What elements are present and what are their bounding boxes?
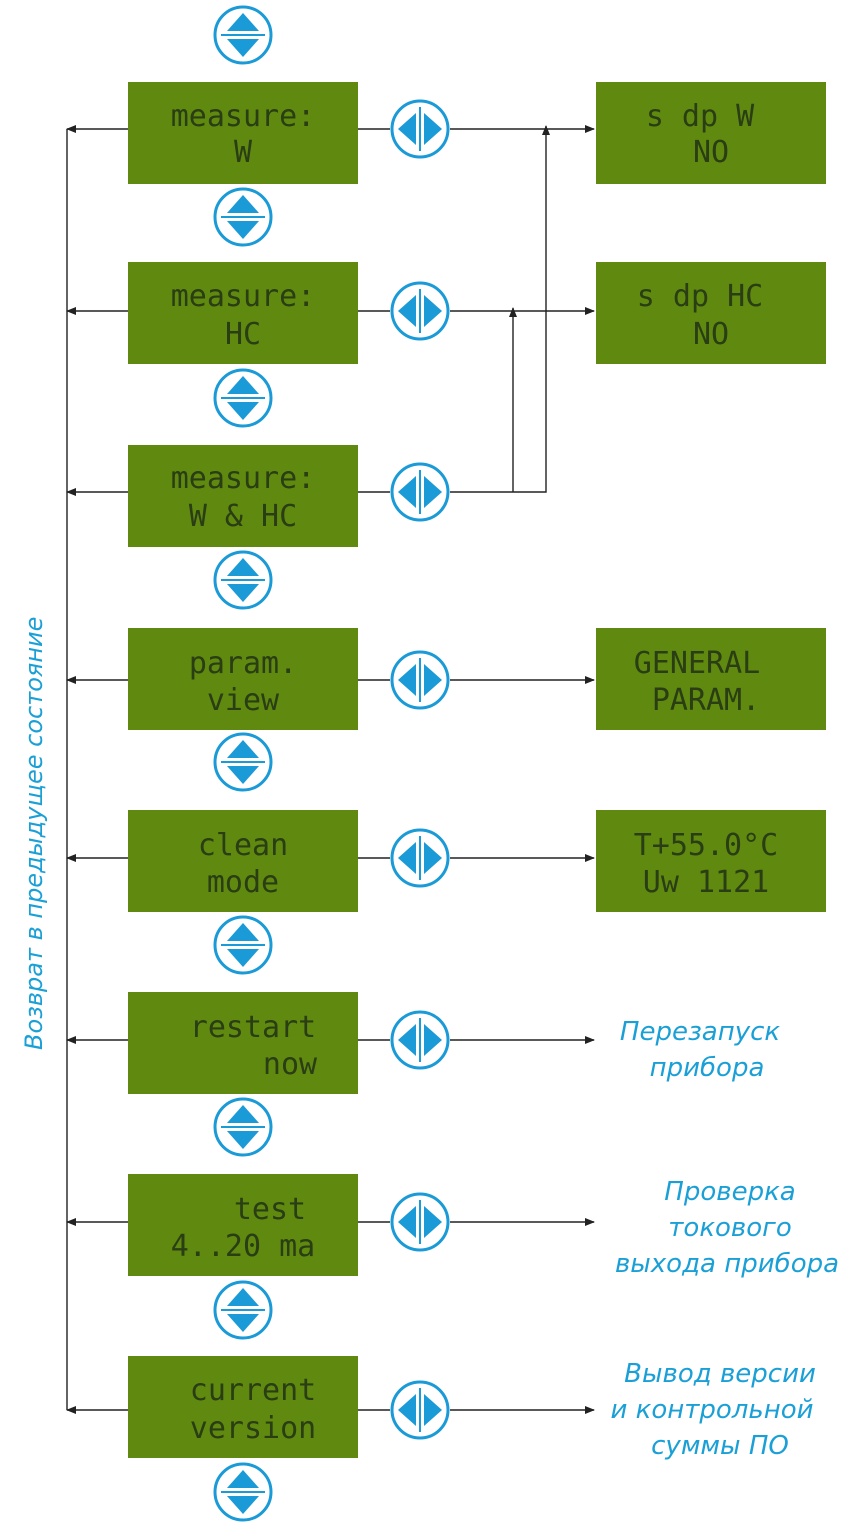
lcd-line1: param. [189,646,297,681]
note-restart-line1: Перезапуск [620,1017,780,1047]
lcd-line2: now [263,1047,318,1082]
note-restart-line2: прибора [650,1053,765,1083]
lcd-line1: measure: [171,99,316,134]
lcd-line2: mode [207,865,279,900]
lcd-line1: clean [198,828,288,863]
left-right-arrow-button-icon[interactable] [390,650,450,710]
note-restart: Перезапуск прибора [620,1017,780,1083]
up-down-arrow-button-icon[interactable] [213,5,273,65]
lcd-line2: W [234,135,253,170]
lcd-measure-w[interactable] [128,82,358,184]
menu-row-measure-w: measure: W [66,82,595,184]
left-right-arrow-button-icon[interactable] [390,1010,450,1070]
lcd-line2: view [207,683,280,718]
note-version-line3: суммы ПО [651,1431,789,1461]
lcd-param-view[interactable] [128,628,358,730]
up-down-arrow-button-icon[interactable] [213,550,273,610]
lcd-line2: version [190,1411,316,1446]
lcd-result-general [596,628,826,730]
left-right-arrow-button-icon[interactable] [390,462,450,522]
left-right-arrow-button-icon[interactable] [390,828,450,888]
menu-row-test-ma: test 4..20 ma [66,1174,595,1276]
left-right-arrow-button-icon[interactable] [390,99,450,159]
menu-row-param-view: param. view [66,628,595,730]
up-down-arrow-button-icon[interactable] [213,915,273,975]
lcd-measure-hc[interactable] [128,262,358,364]
up-down-arrow-button-icon[interactable] [213,732,273,792]
lcd-line1: measure: [171,279,316,314]
lcd-line1: GENERAL [634,646,760,681]
up-down-arrow-button-icon[interactable] [213,1462,273,1522]
lcd-result-temp [596,810,826,912]
branch-to-w [450,125,550,493]
lcd-line2: NO [693,317,729,352]
note-version-line1: Вывод версии [624,1359,816,1389]
note-test-line1: Проверка [664,1177,795,1207]
result-temperature: T+55.0°C Uw 1121 [596,810,826,912]
lcd-measure-w-hc[interactable] [128,445,358,547]
left-right-arrow-button-icon[interactable] [390,281,450,341]
lcd-line2: 4..20 ma [171,1229,316,1264]
menu-row-measure-w-hc: measure: W & HC [66,125,550,547]
note-test-line2: токового [668,1213,791,1243]
note-test: Проверка токового выхода прибора [615,1177,839,1279]
side-label: Возврат в предыдущее состояние [20,617,48,1050]
left-right-arrow-button-icon[interactable] [390,1380,450,1440]
result-s-dp-hc: s dp HC NO [596,262,826,364]
menu-row-measure-hc: measure: HC [66,262,595,364]
lcd-clean-mode[interactable] [128,810,358,912]
lcd-line2: HC [225,317,261,352]
up-down-arrow-button-icon[interactable] [213,1097,273,1157]
menu-row-current-version: current version [66,1356,595,1458]
lcd-result-hc [596,262,826,364]
note-test-line3: выхода прибора [615,1249,839,1279]
lcd-line1: T+55.0°C [634,828,779,863]
lcd-line1: current [190,1373,316,1408]
lcd-line2: Uw 1121 [643,865,769,900]
note-version: Вывод версии и контрольной суммы ПО [610,1359,815,1461]
lcd-restart-now[interactable] [128,992,358,1094]
result-s-dp-w: s dp W NO [596,82,826,184]
note-version-line2: и контрольной [610,1395,813,1425]
lcd-line2: NO [693,135,729,170]
lcd-line1: restart [190,1010,316,1045]
up-down-arrow-button-icon[interactable] [213,368,273,428]
left-right-arrow-button-icon[interactable] [390,1192,450,1252]
menu-row-restart-now: restart now [66,992,595,1094]
up-down-arrow-button-icon[interactable] [213,187,273,247]
lcd-line1: test [234,1192,306,1227]
lcd-line1: measure: [171,461,316,496]
lcd-test-ma[interactable] [128,1174,358,1276]
lcd-result-w [596,82,826,184]
lcd-line2: PARAM. [652,683,760,718]
up-down-arrow-button-icon[interactable] [213,1280,273,1340]
lcd-line2: W & HC [189,499,297,534]
lcd-line1: s dp W [646,99,755,134]
lcd-current-version[interactable] [128,1356,358,1458]
menu-row-clean-mode: clean mode [66,810,595,912]
lcd-line1: s dp HC [637,279,763,314]
result-general-param: GENERAL PARAM. [596,628,826,730]
